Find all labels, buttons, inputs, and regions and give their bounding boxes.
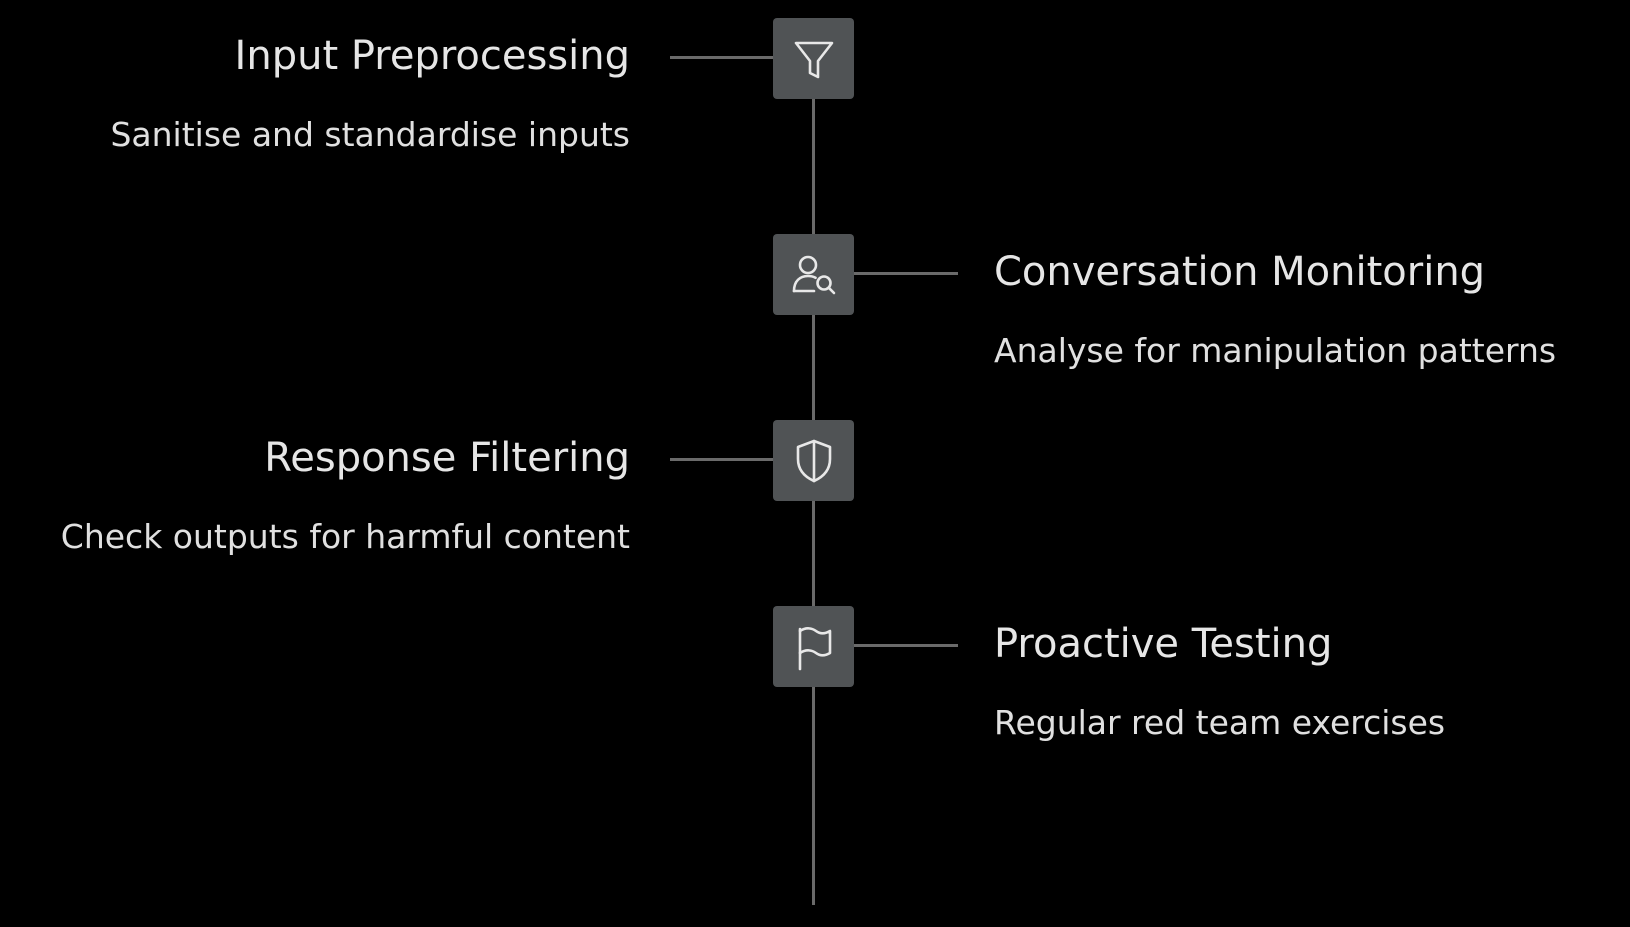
flag-icon	[798, 626, 831, 670]
connector-step-2	[853, 272, 958, 275]
shield-icon	[796, 439, 831, 482]
connector-step-1	[670, 56, 774, 59]
step-title: Conversation Monitoring	[994, 249, 1486, 295]
step-node-response-filtering	[773, 420, 854, 501]
connector-step-4	[853, 644, 958, 647]
step-node-input-preprocessing	[773, 18, 854, 99]
filter-icon	[794, 41, 833, 78]
step-description: Sanitise and standardise inputs	[110, 115, 630, 154]
step-title: Input Preprocessing	[234, 33, 630, 79]
step-description: Check outputs for harmful content	[60, 517, 630, 556]
step-description: Analyse for manipulation patterns	[994, 331, 1557, 370]
step-description: Regular red team exercises	[994, 703, 1446, 742]
step-node-conversation-monitoring	[773, 234, 854, 315]
step-title: Response Filtering	[264, 435, 630, 481]
step-title: Proactive Testing	[994, 621, 1333, 667]
connector-step-3	[670, 458, 774, 461]
step-node-proactive-testing	[773, 606, 854, 687]
user-search-icon	[792, 255, 835, 294]
